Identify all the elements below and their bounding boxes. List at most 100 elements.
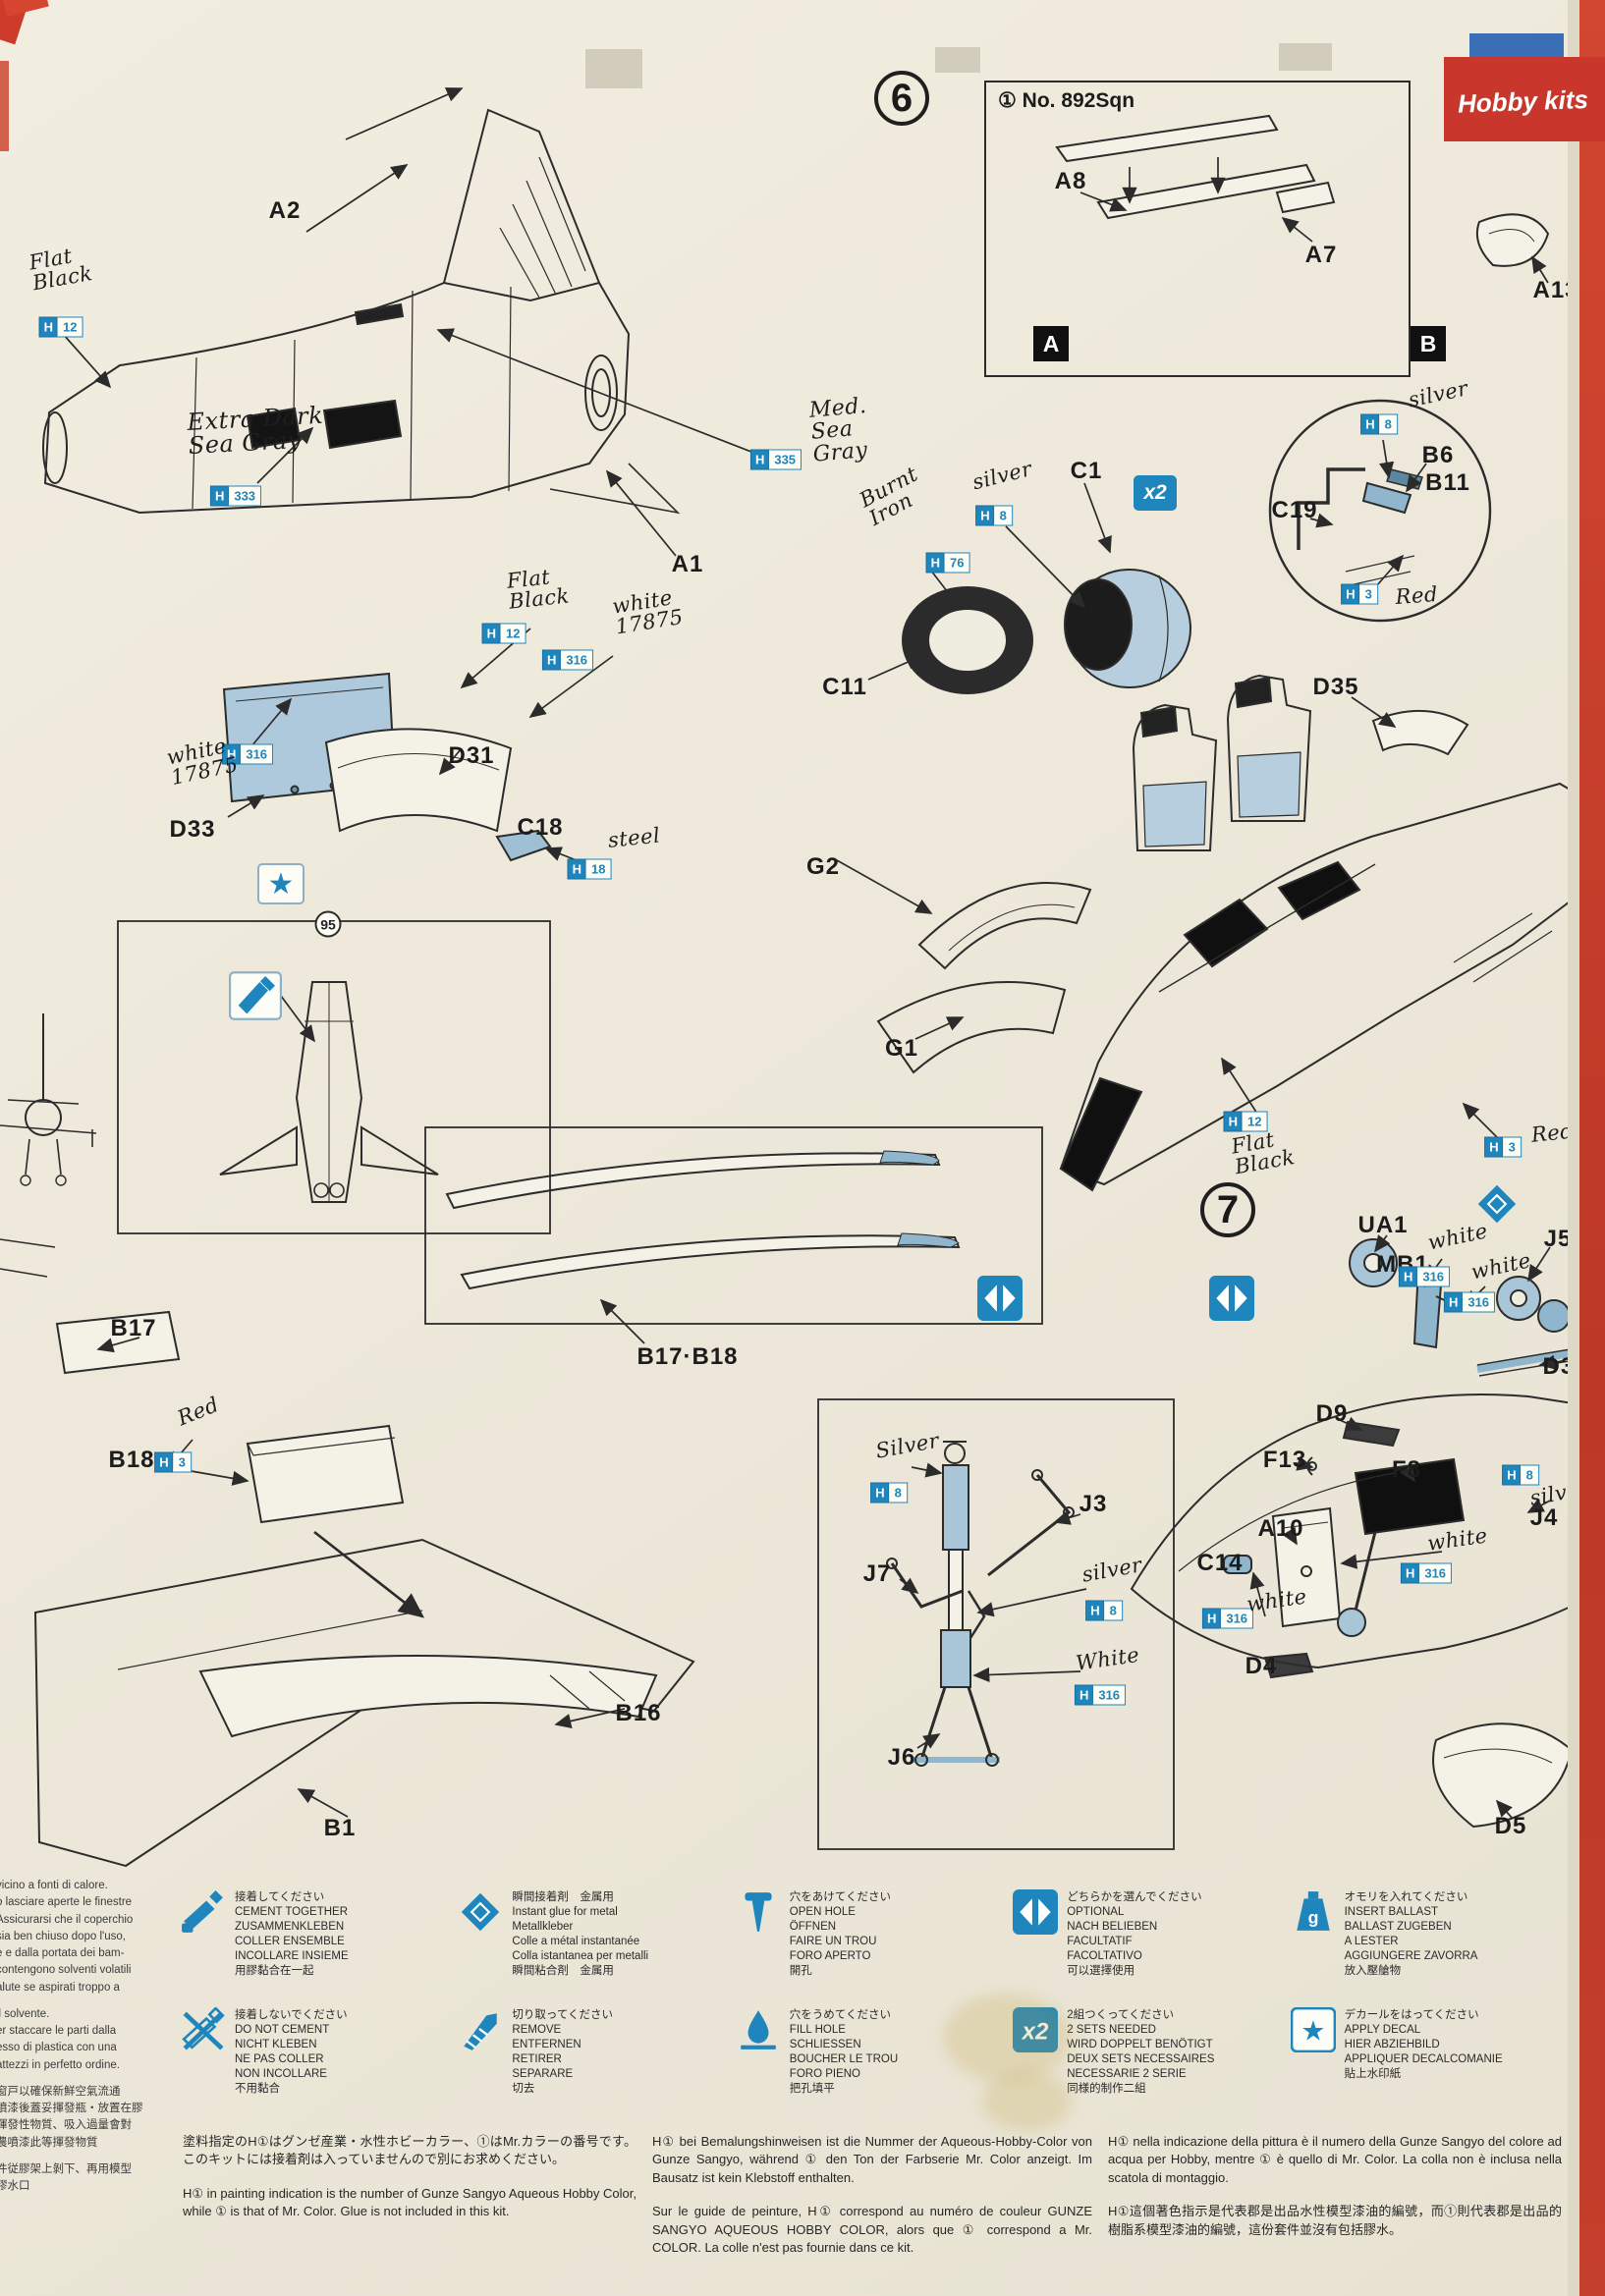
scan-fragment xyxy=(1279,43,1332,71)
part-label-a8: A8 xyxy=(1054,168,1087,194)
h-prefix: H xyxy=(749,449,770,470)
handwritten-paint-note: white 17875 xyxy=(610,585,686,639)
color-number: 12 xyxy=(1242,1111,1268,1132)
part-label-b17b18: B17·B18 xyxy=(636,1343,739,1370)
part-label-c14: C14 xyxy=(1196,1550,1244,1576)
open-hole-icon xyxy=(736,1889,781,1940)
paint-brush-icon xyxy=(229,971,282,1020)
fill-hole-icon xyxy=(736,2007,781,2057)
color-number: 316 xyxy=(1221,1608,1254,1629)
handwritten-paint-note: silver xyxy=(1079,1553,1144,1587)
color-number: 18 xyxy=(585,858,612,880)
color-number: 316 xyxy=(1463,1291,1496,1313)
part-label-a10: A10 xyxy=(1257,1515,1304,1542)
svg-text:g: g xyxy=(1307,1908,1318,1928)
decal-star-marker: ★ xyxy=(257,863,304,904)
part-label-b18: B18 xyxy=(108,1447,155,1473)
h-prefix: H xyxy=(1201,1608,1222,1629)
part-label-b17: B17 xyxy=(110,1315,157,1341)
part-label-d33: D33 xyxy=(169,816,216,843)
paper-stain xyxy=(943,1994,1071,2082)
h-prefix: H xyxy=(1360,413,1380,435)
optional-arrows-icon xyxy=(1209,1276,1254,1321)
next-page-red-edge xyxy=(1579,0,1605,2296)
h-prefix: H xyxy=(1085,1600,1105,1621)
boxart-fragment-blue xyxy=(1469,33,1564,60)
svg-text:x2: x2 xyxy=(1021,2018,1049,2045)
squadron-inset-box: ① No. 892Sqn xyxy=(984,81,1411,377)
scan-fragment xyxy=(935,47,980,73)
strut-inset-drawing xyxy=(817,1398,1175,1850)
handwritten-paint-note: Flat Black xyxy=(27,244,95,296)
step-number-7: 7 xyxy=(1200,1182,1255,1237)
panel-parts-drawing xyxy=(222,672,552,862)
h-prefix: H xyxy=(154,1451,174,1473)
h-prefix: H xyxy=(1223,1111,1243,1132)
h-prefix: H xyxy=(209,485,230,507)
svg-text:★: ★ xyxy=(1301,2014,1325,2046)
scheme-a-marker: A xyxy=(1033,326,1069,361)
cement-together-icon xyxy=(181,1889,226,1940)
page-edge-shadow xyxy=(1568,0,1579,2296)
part-label-c11: C11 xyxy=(822,674,867,700)
footer-paragraph-cn: H①這個著色指示是代表郡是出品水性模型漆油的編號，而①則代表郡是出品的樹脂系模型… xyxy=(1108,2204,1562,2237)
part-label-a1: A1 xyxy=(671,551,704,577)
color-number: 3 xyxy=(173,1451,192,1473)
footer-paragraph-en: H① in painting indication is the number … xyxy=(183,2185,636,2219)
x2-marker: x2 xyxy=(1134,475,1177,511)
color-number: 333 xyxy=(229,485,262,507)
color-number: 8 xyxy=(1379,413,1398,435)
scan-red-mark xyxy=(0,61,9,151)
left-edge-fragments-drawing xyxy=(0,1013,97,1278)
h-prefix: H xyxy=(925,552,945,574)
rear-fuselage-drawing xyxy=(42,108,681,515)
insert-ballast-icon: g xyxy=(1291,1889,1336,1940)
remove-icon xyxy=(458,2007,503,2057)
handwritten-paint-note: Red xyxy=(174,1392,223,1431)
color-number: 316 xyxy=(1419,1562,1453,1584)
color-number: 8 xyxy=(1104,1600,1123,1621)
scan-fragment xyxy=(585,49,642,88)
optional-arrows-icon xyxy=(977,1276,1023,1321)
footer-column-1: 塗料指定のH①はグンゼ産業・水性ホビーカラー、①はMr.カラーの番号です。このキ… xyxy=(183,2133,636,2237)
part-label-f8: F8 xyxy=(1391,1456,1422,1483)
h-prefix: H xyxy=(481,623,501,644)
wing-parts-drawing xyxy=(33,1310,695,1868)
h-prefix: H xyxy=(1074,1684,1094,1706)
footer-column-3: H① nella indicazione della pittura è il … xyxy=(1108,2133,1562,2255)
color-number: 316 xyxy=(1417,1266,1451,1287)
part-label-j7: J7 xyxy=(862,1560,892,1587)
handwritten-paint-note: Burnt Iron xyxy=(856,462,922,531)
part-label-j6: J6 xyxy=(887,1744,916,1771)
footer-paragraph-jp: 塗料指定のH①はグンゼ産業・水性ホビーカラー、①はMr.カラーの番号です。このキ… xyxy=(183,2134,636,2167)
h-prefix: H xyxy=(567,858,586,880)
part-label-g1: G1 xyxy=(884,1035,919,1062)
handwritten-paint-note: silver xyxy=(969,457,1035,495)
part-label-j3: J3 xyxy=(1079,1491,1108,1517)
left-margin-text: vicino a fonti di calore.o lasciare aper… xyxy=(0,1880,143,2192)
handwritten-paint-note: Med. Sea Gray xyxy=(807,393,869,467)
part-label-c19: C19 xyxy=(1271,497,1318,523)
h-prefix: H xyxy=(1484,1136,1504,1158)
decal-number-95: 95 xyxy=(314,910,342,938)
part-label-d5: D5 xyxy=(1494,1813,1527,1839)
part-label-c1: C1 xyxy=(1070,458,1103,484)
do-not-cement-icon xyxy=(181,2006,226,2057)
